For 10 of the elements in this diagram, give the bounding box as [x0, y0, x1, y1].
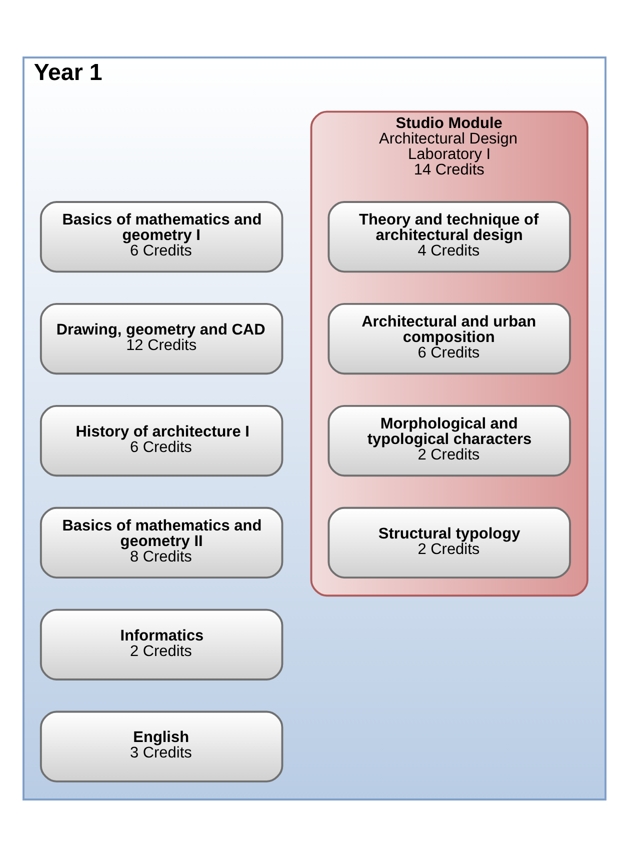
node-box: Architectural and urban composition 6 Credits — [328, 302, 571, 374]
node-box: Drawing, geometry and CAD 12 Credits — [40, 302, 284, 374]
node-box: Morphological and typological characters 2 Credits — [328, 404, 571, 476]
node-box: Structural typology 2 Credits — [328, 506, 571, 578]
node-box: Basics of mathematics and geometry II 8 Credits — [40, 506, 284, 578]
node-box: Informatics 2 Credits — [40, 608, 284, 680]
node-box: Basics of mathematics and geometry I 6 Credits — [40, 200, 284, 272]
node-box: English 3 Credits — [40, 710, 284, 782]
node-box: History of architecture I 6 Credits — [40, 404, 284, 476]
node-box: Theory and technique of architectural design 4 Credits — [328, 200, 571, 272]
